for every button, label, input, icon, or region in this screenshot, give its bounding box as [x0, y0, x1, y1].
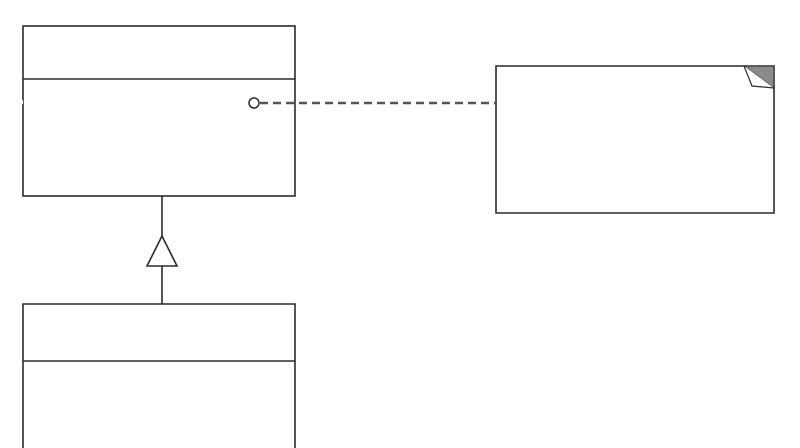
generalization-arrow[interactable]: [145, 196, 179, 304]
note-anchor-circle: [248, 97, 260, 109]
superclass-box[interactable]: [18, 25, 296, 197]
note-frame: [495, 65, 775, 214]
note-box[interactable]: [495, 65, 775, 214]
hollow-triangle-arrowhead-icon: [145, 234, 179, 267]
subclass-frame: [22, 303, 296, 448]
note-fold-flap: [743, 65, 775, 89]
note-connector[interactable]: [248, 97, 495, 109]
superclass-frame: [22, 25, 296, 197]
subclass-box[interactable]: [22, 303, 296, 448]
